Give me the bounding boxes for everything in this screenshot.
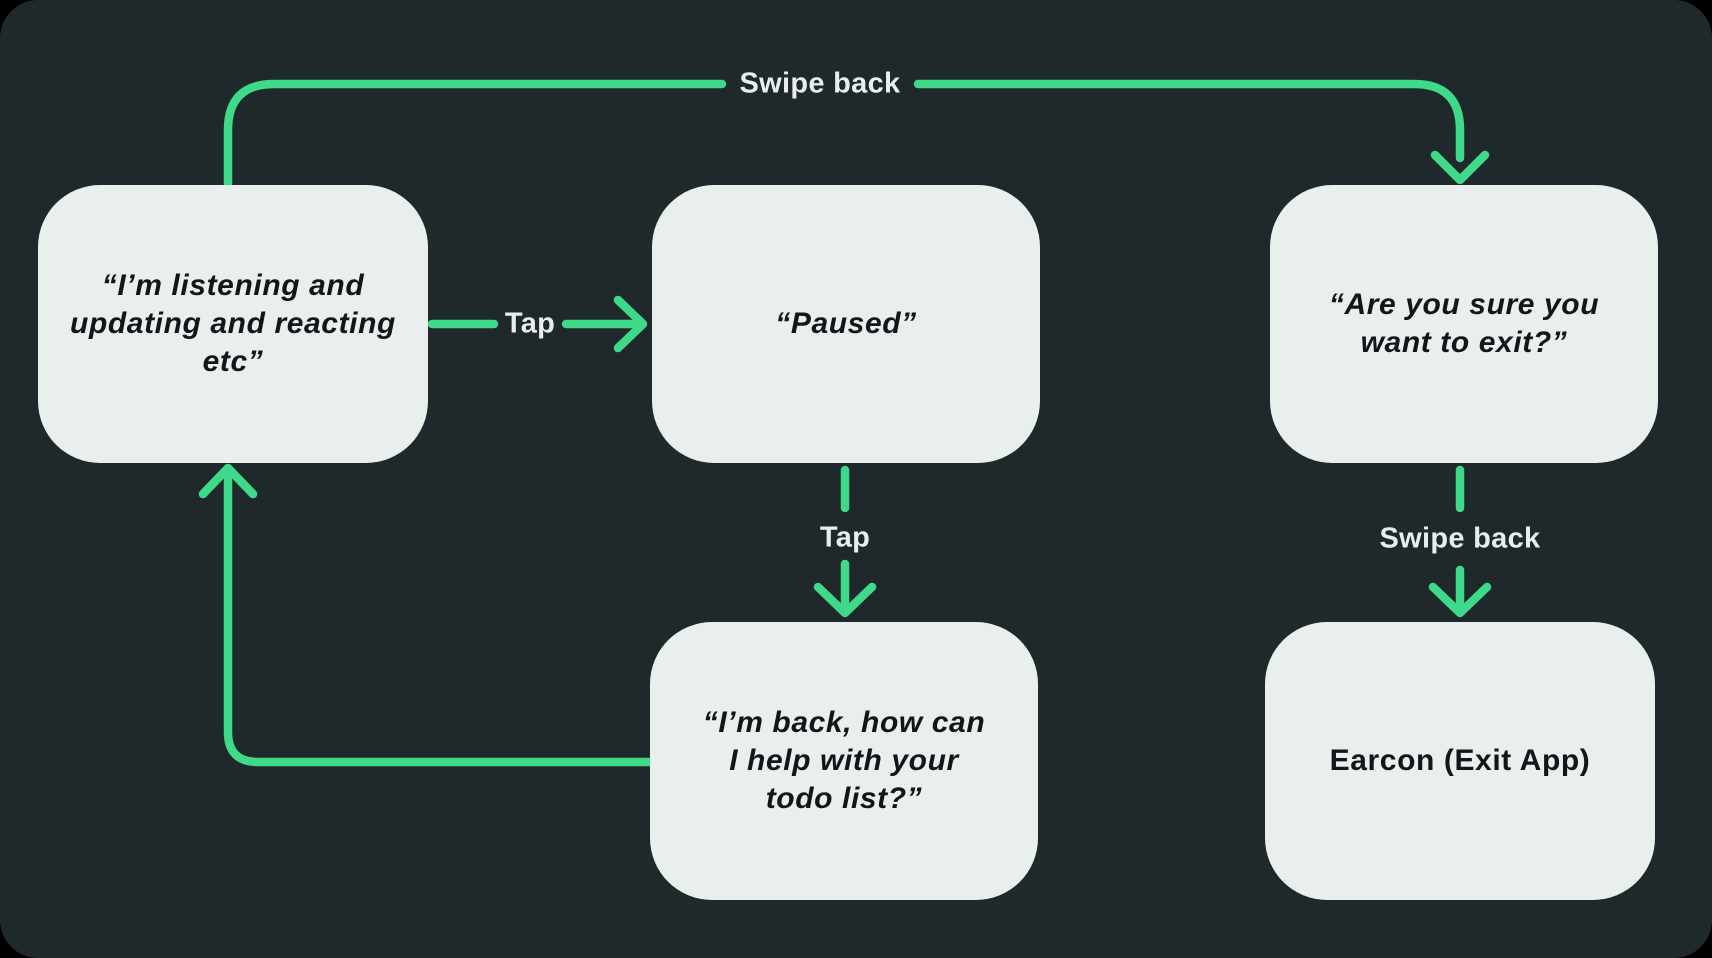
arrowhead-down-exit-confirm-icon — [1430, 150, 1490, 185]
node-back-help-text: “I’m back, how can I help with your todo… — [702, 706, 986, 815]
edge-loop-back-segment — [223, 473, 657, 767]
arrowhead-up-listening-icon — [198, 463, 258, 499]
edge-swipe-back-top-left-segment — [223, 79, 727, 189]
edge-label-swipe-back-top: Swipe back — [739, 67, 901, 100]
node-exit-confirm-text: “Are you sure you want to exit?” — [1328, 288, 1600, 359]
arrowhead-down-earcon-icon — [1428, 582, 1492, 618]
node-earcon-exit: Earcon (Exit App) — [1265, 622, 1655, 900]
edge-label-swipe-back-right: Swipe back — [1379, 522, 1541, 555]
arrowhead-down-back-help-icon — [813, 582, 877, 618]
node-back-help: “I’m back, how can I help with your todo… — [650, 622, 1038, 900]
edge-label-tap-horizontal: Tap — [504, 307, 556, 340]
node-listening-text: “I’m listening and updating and reacting… — [70, 269, 396, 378]
edge-swipe-back-top-right-segment — [913, 79, 1465, 163]
node-earcon-exit-text: Earcon (Exit App) — [1329, 744, 1591, 777]
arrowhead-right-paused-icon — [613, 295, 648, 353]
node-exit-confirm: “Are you sure you want to exit?” — [1270, 185, 1658, 463]
node-listening: “I’m listening and updating and reacting… — [38, 185, 428, 463]
node-paused-text: “Paused” — [775, 307, 917, 340]
edge-label-tap-vertical: Tap — [819, 521, 871, 554]
node-paused: “Paused” — [652, 185, 1040, 463]
